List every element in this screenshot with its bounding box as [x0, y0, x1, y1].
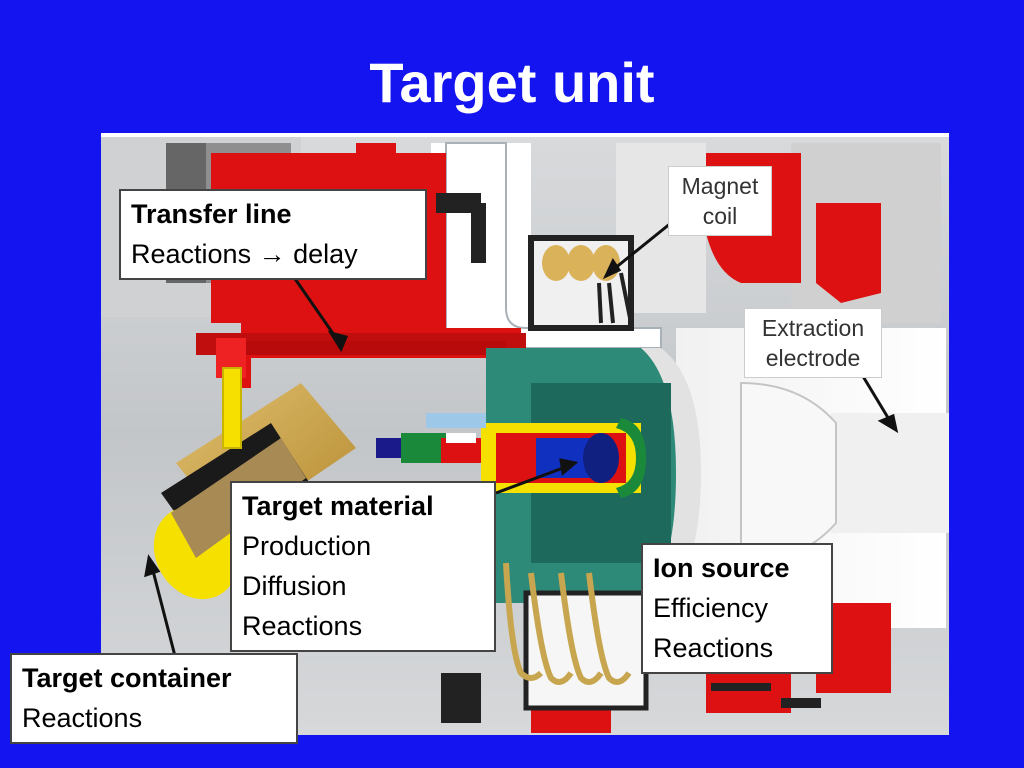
target-material-graphic	[376, 413, 646, 498]
target-container-line-1: Reactions	[22, 703, 143, 733]
extraction-electrode-label: Extraction electrode	[744, 308, 882, 378]
target-unit-diagram: Magnet coil Extraction electrode	[101, 133, 949, 735]
magnet-coil-label-line-2: coil	[702, 203, 738, 229]
transfer-line-text: Reactions → delay	[131, 239, 358, 269]
target-material-heading: Target material	[242, 491, 434, 521]
lower-coils	[503, 562, 649, 711]
target-material-line-3: Reactions	[242, 611, 363, 641]
target-material-callout: Target material Production Diffusion Rea…	[230, 481, 496, 652]
target-material-line-1: Production	[242, 531, 372, 561]
ion-source-graphic	[740, 381, 949, 565]
ion-source-heading: Ion source	[653, 553, 790, 583]
ion-source-callout: Ion source Efficiency Reactions	[641, 543, 833, 674]
dark-fixtures	[436, 193, 821, 723]
transfer-line-heading: Transfer line	[131, 199, 292, 229]
transfer-line-callout: Transfer line Reactions → delay	[119, 189, 427, 280]
extraction-electrode-label-line-1: Extraction	[761, 315, 865, 341]
target-material-line-2: Diffusion	[242, 571, 347, 601]
ion-source-line-2: Reactions	[653, 633, 774, 663]
extraction-electrode-label-line-2: electrode	[765, 345, 861, 371]
target-container-callout: Target container Reactions	[10, 653, 298, 744]
page-title: Target unit	[369, 51, 655, 114]
magnet-coil-graphic	[528, 235, 634, 331]
magnet-coil-label: Magnet coil	[668, 166, 772, 236]
ion-source-line-1: Efficiency	[653, 593, 769, 623]
annotation-arrows	[144, 221, 899, 661]
target-container-heading: Target container	[22, 663, 232, 693]
magnet-coil-label-line-1: Magnet	[681, 173, 759, 199]
